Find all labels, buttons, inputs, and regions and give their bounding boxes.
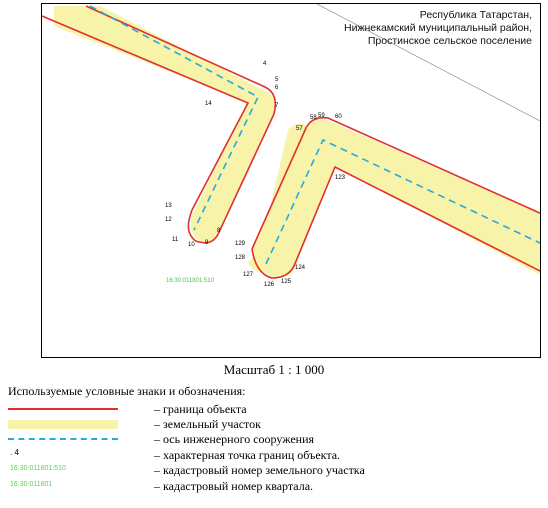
map-frame: 4 5 6 7 14 13 12 11 10 9 8 57 58 59 60 1… [41,3,541,358]
boundary-left-lower [42,15,250,243]
point-label: 58 [310,115,317,121]
point-label: 60 [335,114,342,120]
point-label: 126 [264,282,275,288]
point-label: 127 [243,272,254,278]
point-label: 125 [281,279,292,285]
point-label: 7 [275,103,279,109]
map-scale: Масштаб 1 : 1 000 [223,362,325,377]
legend-text: – земельный участок [154,417,261,431]
region-line: Нижнекамский муниципальный район, [344,22,532,34]
cadastral-quarter-symbol: 16:30:011801 [8,479,118,494]
cadastral-quarter-symbol-text: 16:30:011801 [10,481,53,488]
point-label: 59 [318,113,325,119]
neighbour-boundary-line [316,4,540,122]
cadastral-parcel-symbol: 16:30:011801:510 [8,463,118,478]
point-symbol-text: . 4 [10,448,19,457]
parcel-right-body [252,119,540,278]
point-label: 12 [165,217,172,223]
point-label: 57 [296,126,303,132]
boundary-left-upper [85,5,277,244]
cadastral-parcel-symbol-text: 16:30:011801:510 [10,465,66,472]
point-label: 14 [205,101,212,107]
legend-title: Используемые условные знаки и обозначени… [8,384,246,398]
region-line: Республика Татарстан, [419,9,532,21]
parcel-left [54,6,276,243]
point-label: 9 [205,240,209,246]
point-label: 6 [275,85,279,91]
boundary-right-lower [251,165,540,279]
legend-row-boundary: – граница объекта [8,402,548,417]
legend-row-cad-parcel: 16:30:011801:510 – кадастровый номер зем… [8,463,548,478]
region-caption: Республика Татарстан, Нижнекамский муниц… [344,9,532,48]
point-label: 129 [235,241,246,247]
boundary-line-symbol [8,402,118,417]
axis-dashed-symbol [8,432,118,447]
legend-text: – кадастровый номер земельного участка [154,463,365,477]
legend-text: – граница объекта [154,402,247,416]
legend-row-point: . 4 – характерная точка границ объекта. [8,448,548,463]
legend-text: – кадастровый номер квартала. [154,479,314,493]
legend-row-axis: – ось инженерного сооружения [8,432,548,447]
point-label: 10 [188,242,195,248]
cadastral-parcel-label: 16:30:011801:510 [166,278,215,284]
point-label: 4 [263,61,267,67]
point-label: 5 [275,77,279,83]
parcel-fill-symbol [8,417,118,432]
point-label: 128 [235,255,246,261]
point-symbol: . 4 [8,448,118,463]
axis-right [265,138,540,265]
boundary-right-upper [251,116,540,250]
axis-left [89,5,260,231]
map-canvas: 4 5 6 7 14 13 12 11 10 9 8 57 58 59 60 1… [42,4,540,288]
legend-text: – ось инженерного сооружения [154,432,315,446]
legend-text: – характерная точка границ объекта. [154,448,341,462]
legend-row-cad-quarter: 16:30:011801 – кадастровый номер квартал… [8,479,548,494]
point-label: 11 [172,237,179,243]
point-label: 124 [295,265,306,271]
point-label: 123 [335,175,346,181]
region-line: Простинское сельское поселение [367,35,532,47]
point-label: 8 [217,228,221,234]
legend-row-parcel: – земельный участок [8,417,548,432]
point-label: 13 [165,203,172,209]
